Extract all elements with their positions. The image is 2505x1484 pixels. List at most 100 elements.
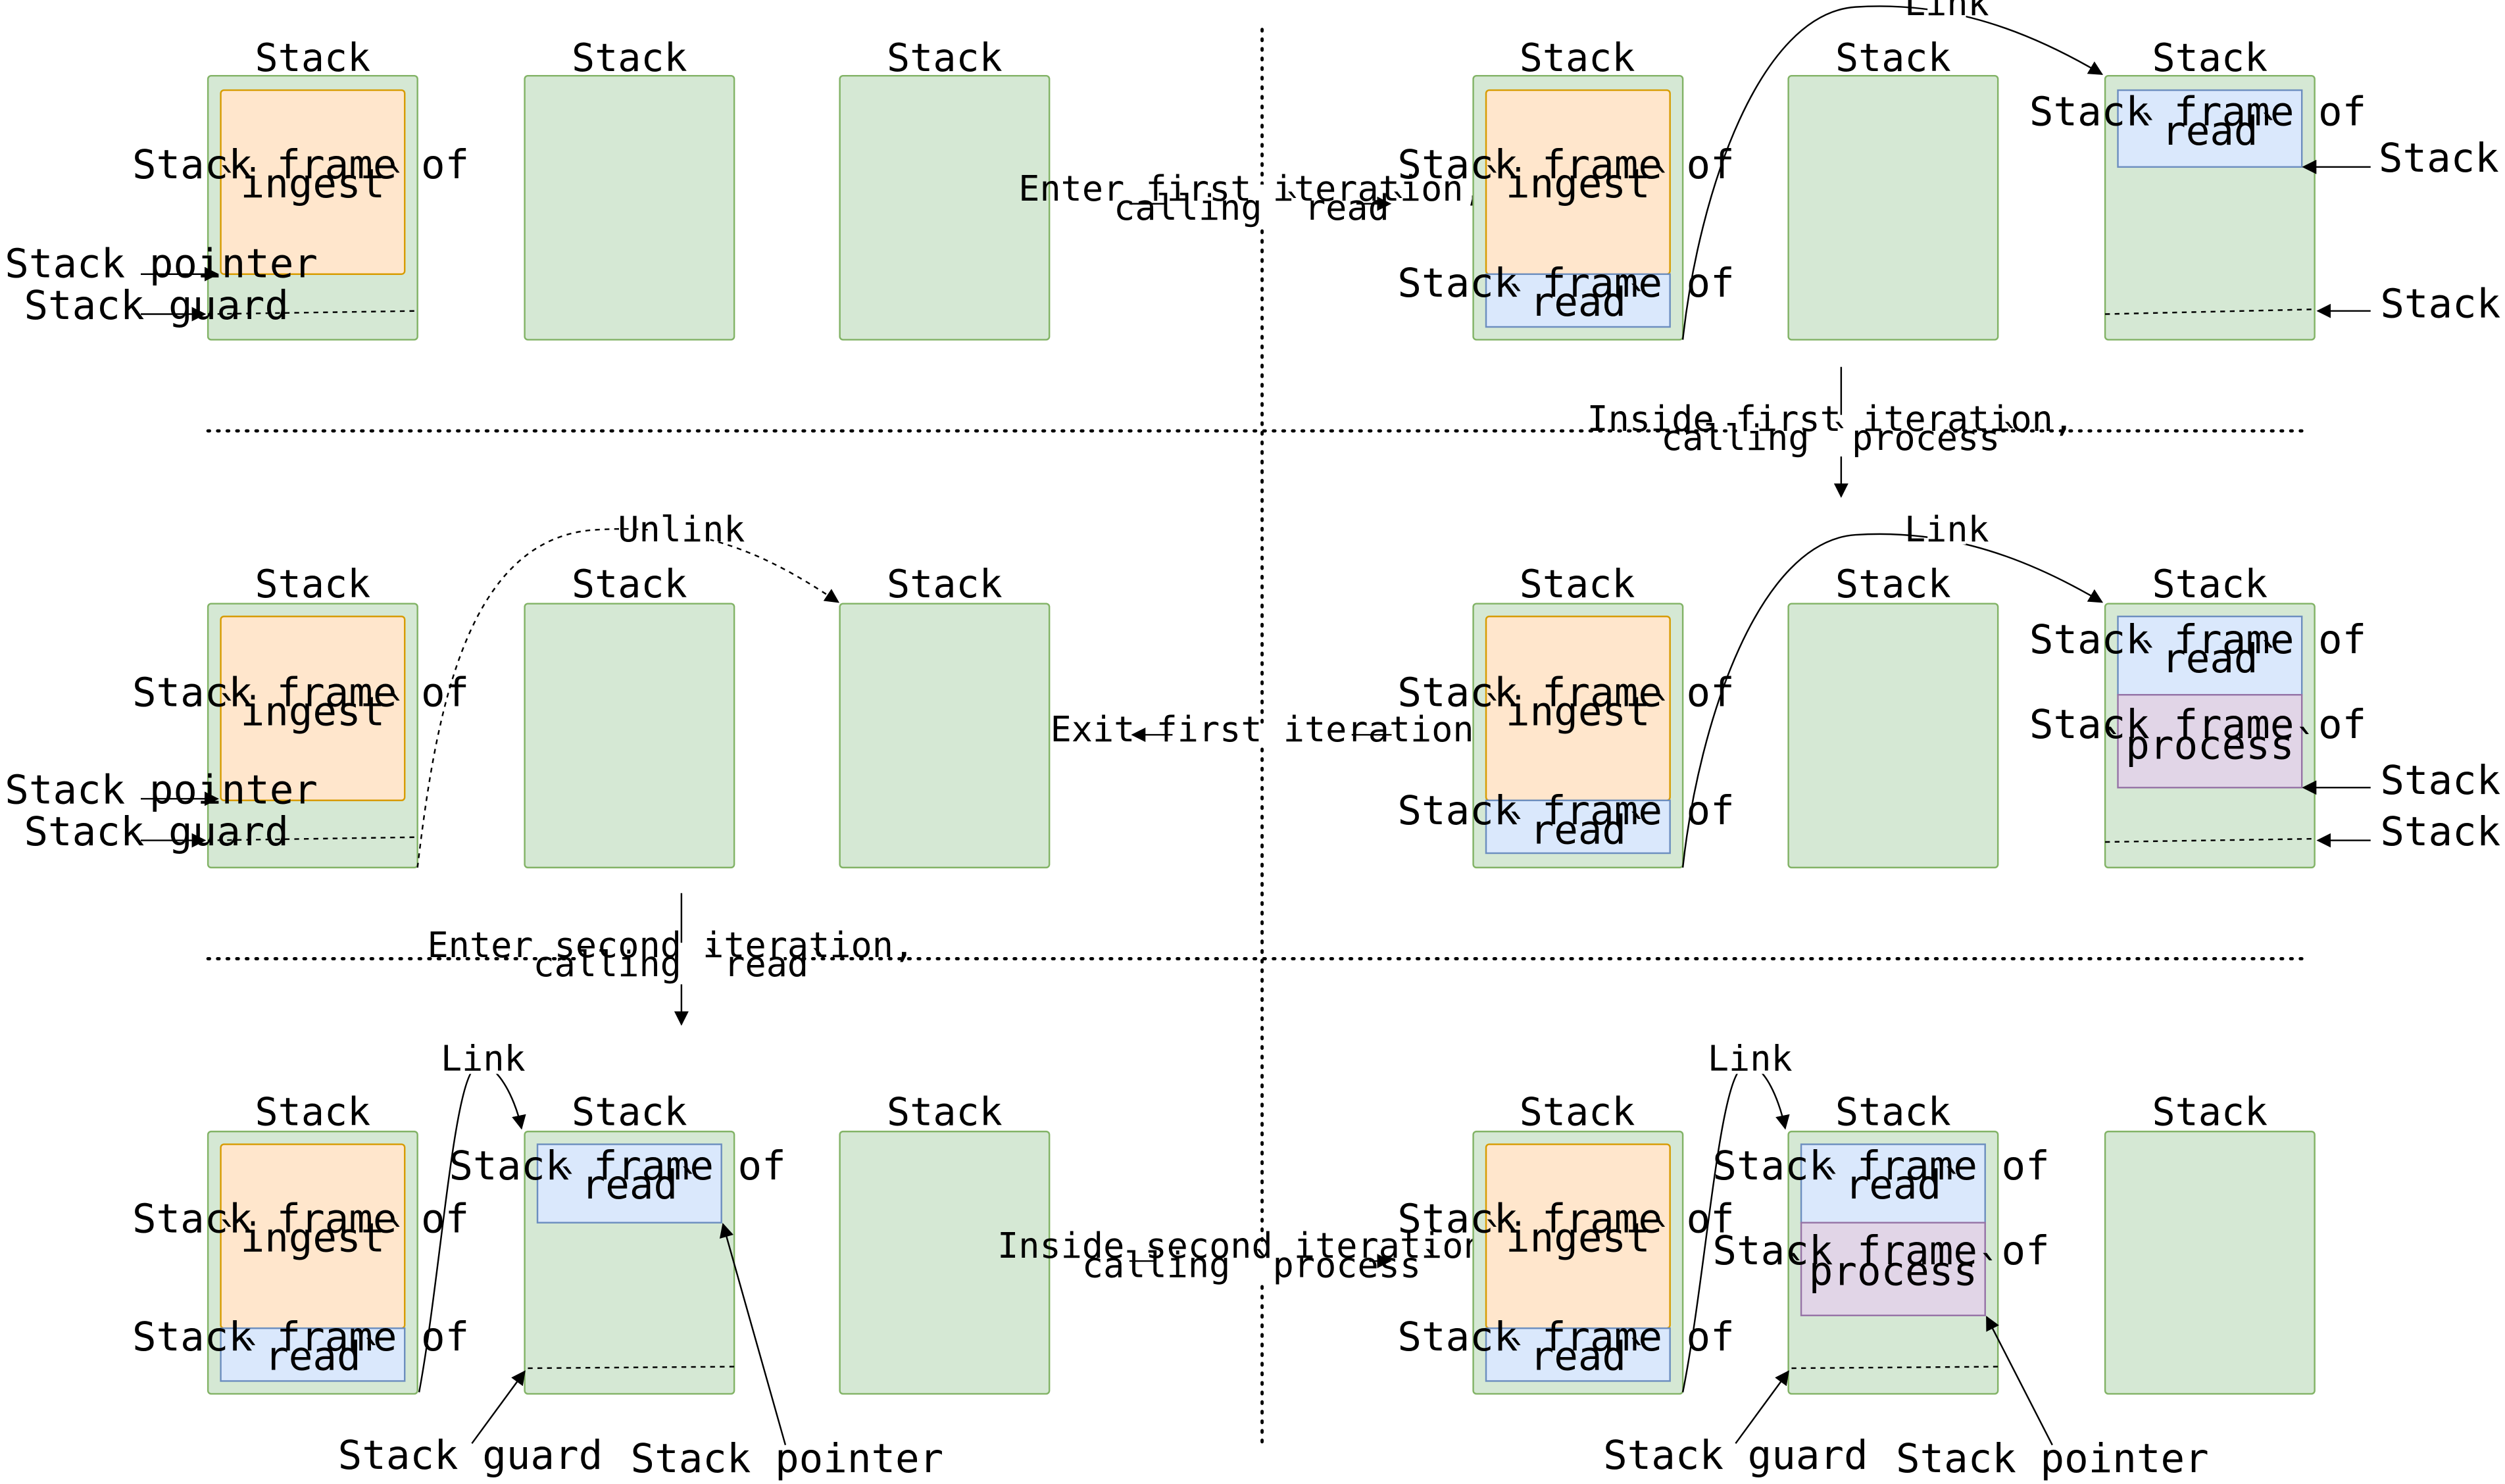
transition-inside-second: Inside second iteration, calling `proces… (997, 1225, 1527, 1285)
stack-box (524, 603, 735, 869)
stack-pointer-label: Stack pointer (2379, 136, 2505, 182)
frame-ingest: Stack frame of `ingest` (1397, 615, 1758, 801)
stack-guard-marker: Stack guard (24, 283, 289, 329)
frame-label: Stack frame of `ingest` (132, 1196, 493, 1261)
stack-2: Stack (524, 36, 735, 341)
stack-guard-label: Stack guard (24, 283, 289, 329)
frame-read: Stack frame of `read` (1397, 1314, 1758, 1382)
panel-second-iteration-read: Stack Stack Stack Stack frame of `ingest… (132, 1038, 1051, 1482)
panel-exit-first-iteration: Stack Stack Stack Stack frame of `ingest… (5, 508, 1051, 869)
stack-guard-marker: Stack guard (338, 1370, 603, 1479)
transition-enter-second: Enter second iteration, calling `read` (427, 893, 914, 1026)
stack-guard-marker: Stack guard (24, 809, 289, 855)
stack-2: Stack (524, 562, 735, 869)
stack-title: Stack (887, 1089, 1003, 1134)
transition-label: Enter first iteration, calling `read` (1018, 168, 1506, 228)
link-label: Link (1904, 0, 1989, 24)
frame-ingest: Stack frame of `ingest` (1397, 1143, 1758, 1329)
stack-box (524, 74, 735, 341)
panel-second-iteration-process: Stack Stack Stack Stack frame of `ingest… (1397, 1038, 2316, 1482)
frame-box (2117, 615, 2303, 696)
stack-pointer-label: Stack pointer (2380, 758, 2505, 804)
stack-title: Stack (1520, 562, 1635, 606)
frame-label: Stack frame of `read` (2029, 617, 2391, 682)
link-label: Link (1904, 508, 1989, 550)
frame-read: Stack frame of `read` (449, 1143, 786, 1224)
stack-2: Stack (1787, 562, 1999, 869)
stack-guard-label: Stack guard (1603, 1433, 1868, 1479)
frame-ingest: Stack frame of `ingest` (132, 89, 493, 275)
stack-box (839, 603, 1051, 869)
frame-box (1800, 1143, 1986, 1224)
stack-pointer-label: Stack pointer (5, 768, 318, 814)
stack-2: Stack (1787, 36, 1999, 341)
link-label: Link (1708, 1038, 1793, 1079)
panel-first-iteration-read: Stack Stack Stack Stack frame of `ingest… (1397, 0, 2505, 341)
frame-read: Stack frame of `read` (1397, 788, 1735, 854)
frame-ingest: Stack frame of `ingest` (132, 1143, 493, 1329)
stack-pointer-marker: Stack pointer (2302, 758, 2505, 804)
stack-title: Stack (2152, 1089, 2268, 1134)
stack-pointer-marker: Stack pointer (631, 1223, 944, 1482)
stack-title: Stack (255, 36, 371, 80)
link-arrow: Link (1681, 1038, 1793, 1393)
transition-label: Exit first iteration (1051, 708, 1474, 750)
transition-inside-first: Inside first iteration, calling `process… (1587, 366, 2095, 498)
frame-box (1800, 1222, 1986, 1316)
frame-read: Stack frame of `read` (1397, 260, 1735, 328)
transition-exit-first: Exit first iteration (1051, 708, 1474, 750)
stack-title: Stack (887, 562, 1003, 606)
stack-pointer-label: Stack pointer (631, 1436, 944, 1482)
frame-box (1485, 273, 1671, 328)
stack-guard-line (208, 836, 418, 841)
stack-guard-line (208, 310, 418, 315)
stack-title: Stack (1520, 36, 1635, 80)
link-arrow: Link (1681, 0, 2104, 340)
frame-box (2117, 89, 2303, 168)
transition-label: Inside first iteration, calling `process… (1587, 398, 2095, 458)
stack-title: Stack (1520, 1089, 1635, 1134)
frame-process: Stack frame of `process` (1712, 1222, 2050, 1316)
frame-box (220, 615, 406, 801)
frame-label: Stack frame of `ingest` (132, 670, 493, 735)
frame-label: Stack frame of `ingest` (1397, 1196, 1758, 1261)
stack-3: Stack (2104, 36, 2316, 341)
frame-box (2117, 694, 2303, 789)
stack-box (1787, 603, 1999, 869)
stack-title: Stack (255, 1089, 371, 1134)
frame-label: Stack frame of `process` (2029, 702, 2391, 769)
frame-label: Stack frame of `read` (1397, 1314, 1758, 1379)
transition-label: Inside second iteration, calling `proces… (997, 1225, 1527, 1285)
frame-read: Stack frame of `read` (2029, 89, 2366, 168)
frame-label: Stack frame of `read` (1712, 1143, 2073, 1208)
stack-pointer-label: Stack pointer (5, 241, 318, 287)
frame-label: Stack frame of `ingest` (1397, 670, 1758, 735)
stack-3: Stack (839, 562, 1051, 869)
stack-2: Stack (524, 1089, 735, 1395)
frame-process: Stack frame of `process` (2029, 694, 2391, 789)
stack-title: Stack (1835, 1089, 1951, 1134)
stack-title: Stack (572, 36, 687, 80)
stack-guard-label: Stack guard (338, 1433, 603, 1479)
frame-box (536, 1143, 722, 1224)
frame-label: Stack frame of `read` (132, 1314, 493, 1379)
frame-read: Stack frame of `read` (2029, 615, 2391, 696)
frame-read: Stack frame of `read` (132, 1314, 493, 1382)
unlink-label: Unlink (618, 508, 745, 550)
stack-title: Stack (2152, 36, 2268, 80)
stack-pointer-marker: Stack pointer (1896, 1316, 2209, 1482)
stack-title: Stack (255, 562, 371, 606)
stack-title: Stack (572, 562, 687, 606)
stack-guard-label: Stack guard (2380, 809, 2505, 855)
stack-guard-marker: Stack guard (1603, 1370, 1868, 1479)
link-arrow: Link (1681, 508, 2104, 868)
frame-box (1485, 799, 1671, 854)
frame-ingest: Stack frame of `ingest` (132, 615, 493, 801)
stack-pointer-marker: Stack pointer (5, 768, 318, 814)
stack-3: Stack (2104, 1089, 2316, 1395)
stack-guard-label: Stack guard (2380, 281, 2505, 327)
frame-label: Stack frame of `ingest` (132, 142, 493, 207)
frame-ingest: Stack frame of `ingest` (1397, 89, 1735, 275)
stack-title: Stack (572, 1089, 687, 1134)
